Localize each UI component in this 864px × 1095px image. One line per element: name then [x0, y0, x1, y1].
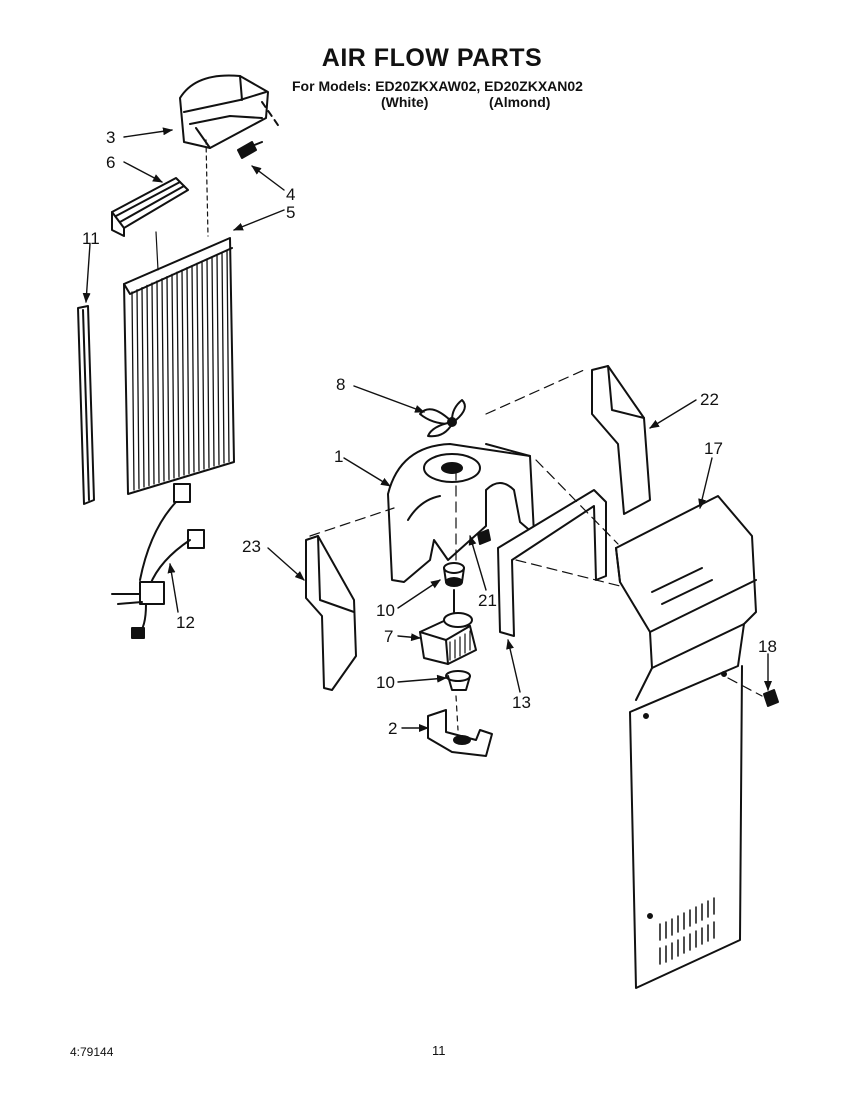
evaporator-fin — [206, 258, 210, 469]
callout-17: 17 — [704, 439, 723, 458]
evaporator-fin — [171, 273, 175, 479]
evaporator-fin — [151, 282, 155, 485]
evaporator-fin — [196, 262, 200, 472]
part-11-gasket — [77, 305, 95, 505]
part-8-fan-blade — [419, 399, 466, 438]
evaporator-fin — [176, 271, 180, 478]
leader-dashed — [205, 139, 209, 237]
part-10-grommet-upper — [443, 562, 465, 587]
callout-1: 1 — [334, 447, 343, 466]
part-17-air-duct — [615, 495, 757, 989]
variant-almond: (Almond) — [489, 94, 551, 110]
part-6-louver — [111, 177, 189, 237]
leader-dashed — [261, 101, 281, 129]
callout-21: 21 — [478, 591, 497, 610]
evaporator-fin — [181, 269, 185, 476]
evaporator-fin — [146, 284, 150, 487]
alignment-lines — [309, 369, 763, 697]
leader-line — [155, 231, 159, 271]
callout-13: 13 — [512, 693, 531, 712]
callout-18: 18 — [758, 637, 777, 656]
callout-8: 8 — [336, 375, 345, 394]
callout-23: 23 — [242, 537, 261, 556]
callout-7: 7 — [384, 627, 393, 646]
callout-leaders — [82, 127, 772, 732]
evaporator-fin — [156, 280, 160, 484]
evaporator-fin — [166, 275, 170, 481]
evaporator-fin — [221, 251, 225, 464]
callout-12: 12 — [176, 613, 195, 632]
evaporator-fin — [201, 260, 205, 470]
callout-3: 3 — [106, 128, 115, 147]
evaporator-fin — [191, 264, 195, 473]
callout-10-lower: 10 — [376, 673, 395, 692]
evaporator-fin — [136, 289, 140, 490]
page-title: AIR FLOW PARTS — [321, 44, 543, 72]
variant-white: (White) — [381, 94, 429, 110]
part-23-side-panel — [305, 535, 357, 691]
evaporator-fin — [186, 267, 190, 475]
evaporator-fin — [161, 278, 165, 482]
evaporator-fins — [131, 249, 230, 491]
part-13-duct-seal — [497, 489, 607, 637]
evaporator-fin — [211, 256, 215, 467]
footer-code: 4:79144 — [70, 1045, 114, 1059]
callout-2: 2 — [388, 719, 397, 738]
part-21-screw — [477, 529, 491, 545]
part-22-side-panel — [591, 365, 651, 515]
callout-5: 5 — [286, 203, 295, 222]
part-3-duct-cover — [179, 74, 269, 149]
evaporator-fin — [226, 249, 230, 463]
page-number: 11 — [432, 1043, 446, 1058]
part-1-fan-housing — [387, 443, 535, 583]
part-18-screw — [763, 689, 779, 707]
model-numbers: For Models: ED20ZKXAW02, ED20ZKXAN02 — [292, 78, 583, 94]
callout-numbers: 3 6 4 5 11 12 8 1 22 17 23 21 10 7 10 2 … — [82, 128, 777, 738]
part-12-wire-harness — [111, 483, 205, 639]
part-4-screw — [237, 141, 263, 159]
evaporator-fin — [131, 291, 135, 491]
part-10-grommet-lower — [445, 670, 471, 691]
callout-11: 11 — [82, 229, 100, 248]
part-5-evaporator-cover — [123, 237, 235, 495]
callout-4: 4 — [286, 185, 295, 204]
part-2-motor-bracket — [427, 709, 493, 757]
evaporator-fin — [216, 253, 220, 466]
leader-dashed — [455, 695, 459, 731]
evaporator-fin — [141, 286, 145, 488]
callout-6: 6 — [106, 153, 115, 172]
part-7-fan-motor — [419, 612, 477, 665]
callout-10-upper: 10 — [376, 601, 395, 620]
callout-22: 22 — [700, 390, 719, 409]
